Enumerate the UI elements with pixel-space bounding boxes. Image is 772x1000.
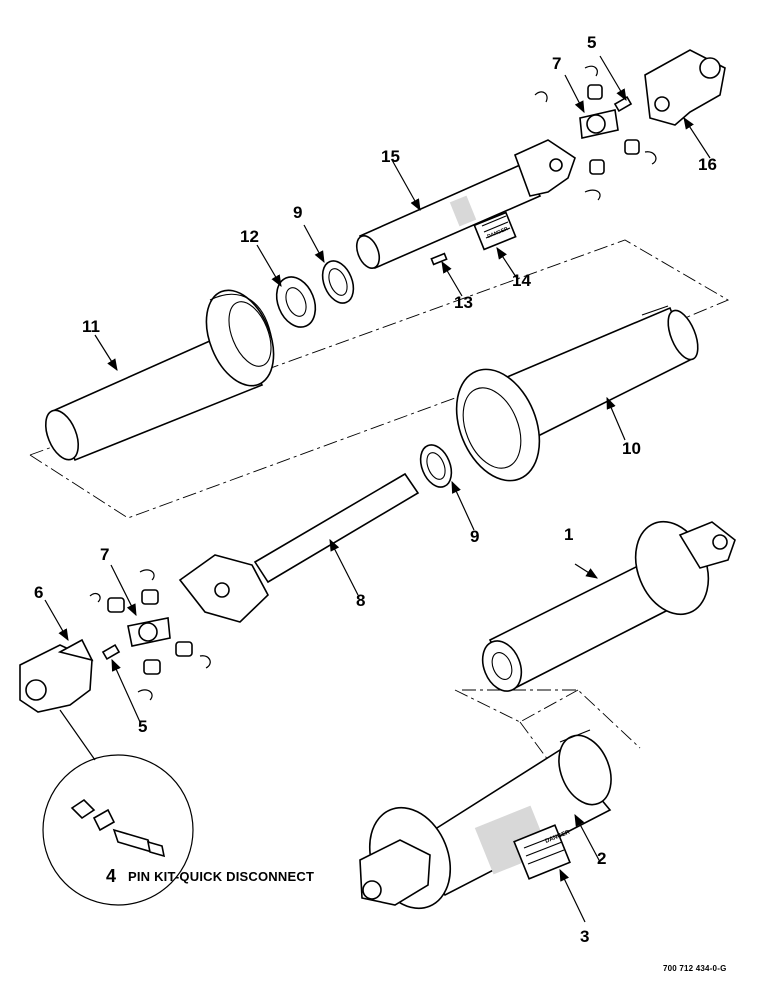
callout-4: 4 bbox=[106, 866, 117, 886]
callout-10: 10 bbox=[622, 439, 641, 458]
part-14-danger-decal bbox=[473, 211, 517, 251]
part-6-quick-disconnect-yoke bbox=[19, 638, 94, 713]
callout-5-top: 5 bbox=[587, 33, 597, 52]
callout-7-bottom: 7 bbox=[100, 545, 110, 564]
callout-6: 6 bbox=[34, 583, 44, 602]
callout-9-top: 9 bbox=[293, 203, 303, 222]
part-9-snap-ring-top bbox=[321, 260, 355, 304]
leader-lines bbox=[44, 55, 711, 923]
part-2-outer-guard bbox=[359, 729, 612, 910]
part-7-cross-kit-top bbox=[534, 65, 657, 201]
callout-8: 8 bbox=[356, 591, 366, 610]
callout-13: 13 bbox=[454, 293, 473, 312]
dashed-center-lines bbox=[29, 239, 730, 811]
pin-kit-label: PIN KIT-QUICK DISCONNECT bbox=[128, 869, 315, 884]
part-10-inner-guard-tube bbox=[455, 305, 699, 482]
callout-2: 2 bbox=[597, 849, 607, 868]
part-5-grease-fitting-bottom bbox=[101, 643, 121, 661]
part-9-snap-ring-bottom bbox=[419, 444, 453, 488]
callout-1: 1 bbox=[564, 525, 574, 544]
callout-14: 14 bbox=[512, 271, 531, 290]
callout-16: 16 bbox=[698, 155, 717, 174]
part-8-outer-shaft bbox=[178, 472, 420, 623]
part-12-bearing-ring bbox=[275, 276, 317, 328]
callout-3: 3 bbox=[580, 927, 590, 946]
callout-9-bottom: 9 bbox=[470, 527, 480, 546]
part-15-inner-shaft bbox=[355, 139, 576, 270]
part-11-outer-guard-tube bbox=[44, 289, 275, 462]
part-1-guard-assembly bbox=[481, 520, 736, 692]
callout-15: 15 bbox=[381, 147, 400, 166]
callout-11: 11 bbox=[82, 317, 100, 336]
callout-7-top: 7 bbox=[552, 54, 562, 73]
part-3-danger-decal bbox=[513, 824, 571, 880]
part-16-yoke bbox=[644, 49, 726, 126]
drawing-number: 700 712 434-0-G bbox=[663, 964, 727, 973]
part-7-cross-kit-bottom bbox=[89, 569, 211, 701]
part-5-grease-fitting-top bbox=[613, 95, 633, 113]
callout-12: 12 bbox=[240, 227, 259, 246]
part-4-pin-kit-inset bbox=[42, 709, 194, 906]
callout-5-bottom: 5 bbox=[138, 717, 148, 736]
part-13-set-pin bbox=[430, 252, 448, 266]
